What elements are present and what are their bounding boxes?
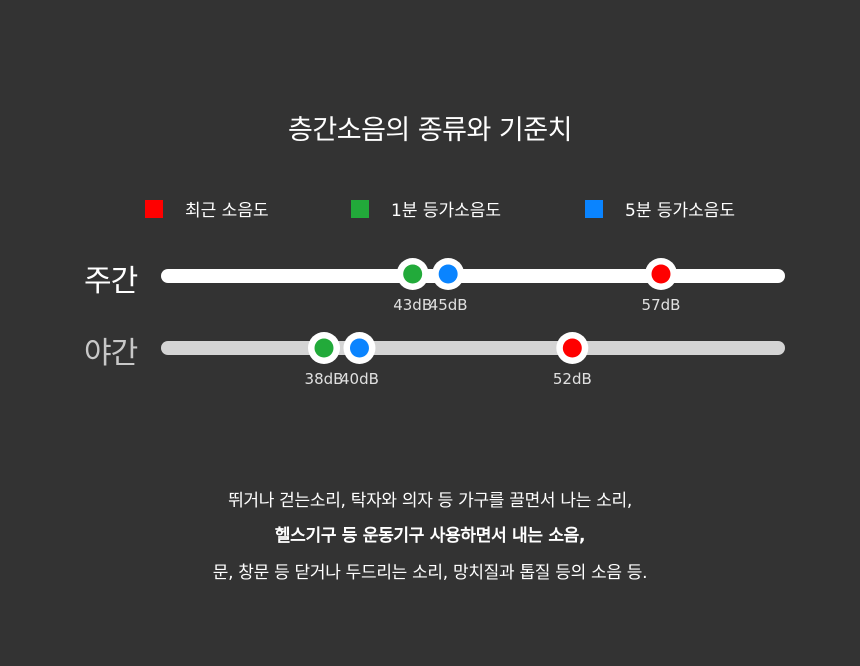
legend-item-recent: 최근 소음도 bbox=[145, 196, 269, 221]
data-label-0-2: 57dB bbox=[642, 296, 681, 314]
chart-title: 층간소음의 종류와 기준치 bbox=[288, 115, 572, 146]
data-point-0-0 bbox=[403, 264, 423, 284]
legend-swatch-green bbox=[351, 199, 369, 218]
legend: 최근 소음도 1분 등가소음도 5분 등가소음도 bbox=[0, 196, 860, 221]
data-point-1-1 bbox=[349, 338, 369, 358]
legend-swatch-red bbox=[145, 199, 163, 218]
row-label-night: 야간 bbox=[84, 336, 138, 371]
caption-line-2: 헬스기구 등 운동기구 사용하면서 내는 소음, bbox=[274, 526, 586, 546]
data-label-0-1: 45dB bbox=[429, 296, 468, 314]
legend-swatch-blue bbox=[585, 199, 603, 218]
data-point-1-0 bbox=[314, 338, 334, 358]
caption-line-1: 뛰거나 걷는소리, 탁자와 의자 등 가구를 끌면서 나는 소리, bbox=[228, 491, 632, 511]
caption-line-3: 문, 창문 등 닫거나 두드리는 소리, 망치질과 톱질 등의 소음 등. bbox=[212, 563, 648, 583]
legend-label-1min: 1분 등가소음도 bbox=[391, 201, 502, 221]
legend-label-5min: 5분 등가소음도 bbox=[625, 201, 736, 221]
data-label-0-0: 43dB bbox=[393, 296, 432, 314]
data-label-1-1: 40dB bbox=[340, 370, 379, 388]
legend-item-5min: 5분 등가소음도 bbox=[585, 196, 735, 221]
data-point-0-1 bbox=[438, 264, 458, 284]
legend-label-recent: 최근 소음도 bbox=[185, 201, 269, 221]
data-label-1-2: 52dB bbox=[553, 370, 592, 388]
data-point-1-2 bbox=[562, 338, 582, 358]
legend-item-1min: 1분 등가소음도 bbox=[351, 196, 501, 221]
data-label-1-0: 38dB bbox=[305, 370, 344, 388]
data-point-0-2 bbox=[651, 264, 671, 284]
row-label-day: 주간 bbox=[84, 264, 138, 299]
